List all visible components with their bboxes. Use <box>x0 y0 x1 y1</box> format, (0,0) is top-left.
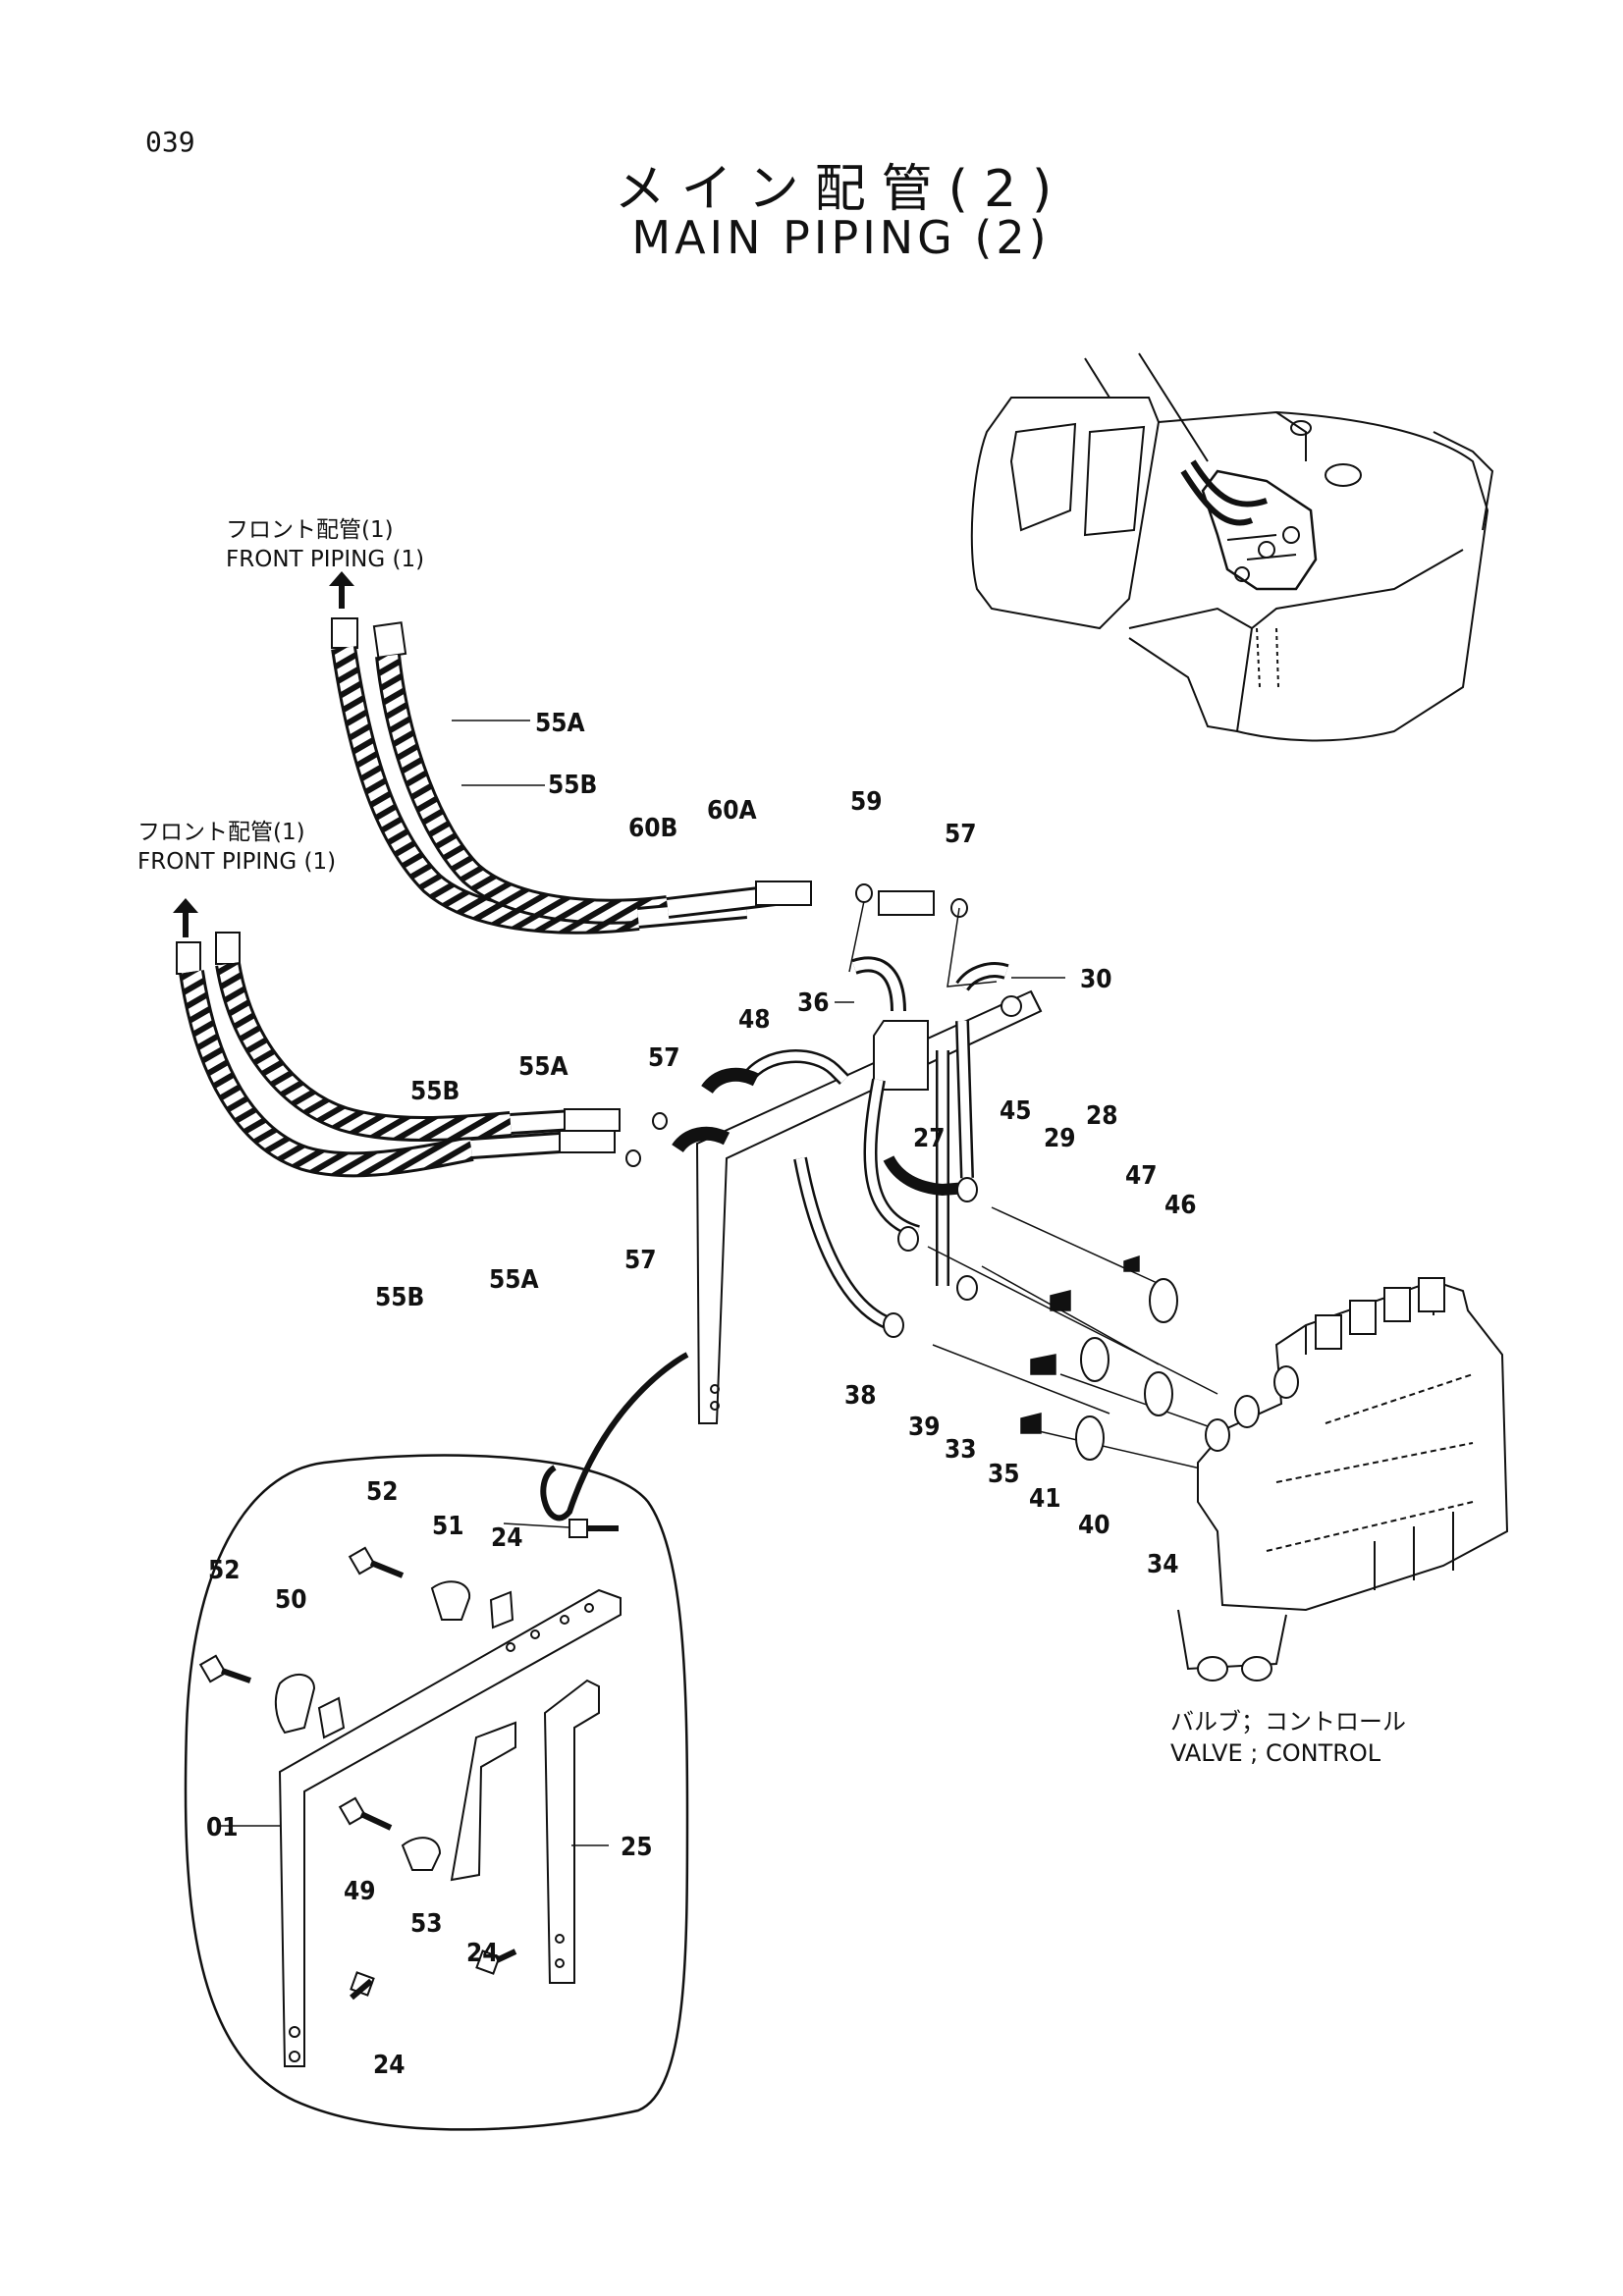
front-piping-ref-lower: フロント配管(1) FRONT PIPING (1) <box>137 818 336 877</box>
callout-27: 27 <box>913 1124 946 1153</box>
callout-57-top: 57 <box>945 820 977 849</box>
callout-59: 59 <box>850 787 883 817</box>
callout-55B-mid: 55B <box>410 1077 460 1106</box>
callout-leaders <box>221 720 1065 1846</box>
control-valve-ref-en: VALVE ; CONTROL <box>1170 1739 1381 1767</box>
front-piping-ref-upper: フロント配管(1) FRONT PIPING (1) <box>226 515 424 574</box>
callout-47: 47 <box>1125 1161 1158 1191</box>
callout-35: 35 <box>988 1460 1020 1489</box>
page-title-english: MAIN PIPING (2) <box>631 211 1051 264</box>
callout-57-low: 57 <box>624 1246 657 1275</box>
callout-51: 51 <box>432 1512 464 1541</box>
callout-46: 46 <box>1164 1191 1197 1220</box>
callout-36: 36 <box>797 988 830 1018</box>
callout-30: 30 <box>1080 965 1112 994</box>
callout-53: 53 <box>410 1909 443 1939</box>
control-valve-ref-jp: バルブ；コントロール <box>1170 1708 1406 1735</box>
callout-55B-top: 55B <box>548 771 597 800</box>
callout-33: 33 <box>945 1435 977 1465</box>
callout-41: 41 <box>1029 1484 1061 1514</box>
callout-25: 25 <box>621 1833 653 1862</box>
callout-38: 38 <box>844 1381 877 1411</box>
front-piping-ref-lower-jp: フロント配管(1) <box>137 820 305 845</box>
page-number: 039 <box>145 126 195 158</box>
callout-50: 50 <box>275 1585 307 1615</box>
callout-34: 34 <box>1147 1550 1179 1579</box>
callout-60B: 60B <box>628 814 677 843</box>
callout-55A-top: 55A <box>535 709 585 738</box>
callout-52-a: 52 <box>366 1477 399 1507</box>
front-piping-ref-upper-jp: フロント配管(1) <box>226 517 394 543</box>
callout-24-bottom-right: 24 <box>466 1939 499 1968</box>
bracket-detail-view <box>184 1352 689 2131</box>
callout-24-bottom-left: 24 <box>373 2051 406 2080</box>
callout-45: 45 <box>1000 1096 1032 1126</box>
page-title-japanese: メイン配管(2) <box>614 160 1068 219</box>
callout-24-top: 24 <box>491 1523 523 1553</box>
front-piping-arrow-upper <box>329 571 354 609</box>
callout-29: 29 <box>1044 1124 1076 1153</box>
lower-hose-assembly <box>176 932 668 1178</box>
front-piping-arrow-lower <box>173 898 198 937</box>
callout-28: 28 <box>1086 1101 1118 1131</box>
pipe-bracket-assembly <box>672 900 1043 1424</box>
excavator-overview <box>970 352 1494 742</box>
front-piping-ref-upper-en: FRONT PIPING (1) <box>226 547 425 572</box>
control-valve-drawing <box>1177 1277 1509 1682</box>
part-callouts: 55A 55B 60B 60A 59 57 30 36 48 55A 55B 5… <box>206 709 1197 2080</box>
upper-hose-assembly <box>331 617 968 934</box>
control-valve-ref: バルブ；コントロール VALVE ; CONTROL <box>1170 1706 1406 1769</box>
callout-01: 01 <box>206 1813 239 1842</box>
callout-55B-low: 55B <box>375 1283 424 1312</box>
callout-57-mid: 57 <box>648 1043 680 1073</box>
bolt-icon <box>348 1546 405 1578</box>
callout-48: 48 <box>738 1005 771 1035</box>
callout-60A: 60A <box>707 796 757 826</box>
callout-49: 49 <box>344 1877 376 1906</box>
flange-connections <box>927 1206 1228 1473</box>
front-piping-ref-lower-en: FRONT PIPING (1) <box>137 849 337 875</box>
callout-39: 39 <box>908 1413 941 1442</box>
callout-55A-low: 55A <box>489 1265 539 1295</box>
callout-52-b: 52 <box>208 1556 241 1585</box>
callout-40: 40 <box>1078 1511 1110 1540</box>
callout-55A-mid: 55A <box>518 1052 568 1082</box>
